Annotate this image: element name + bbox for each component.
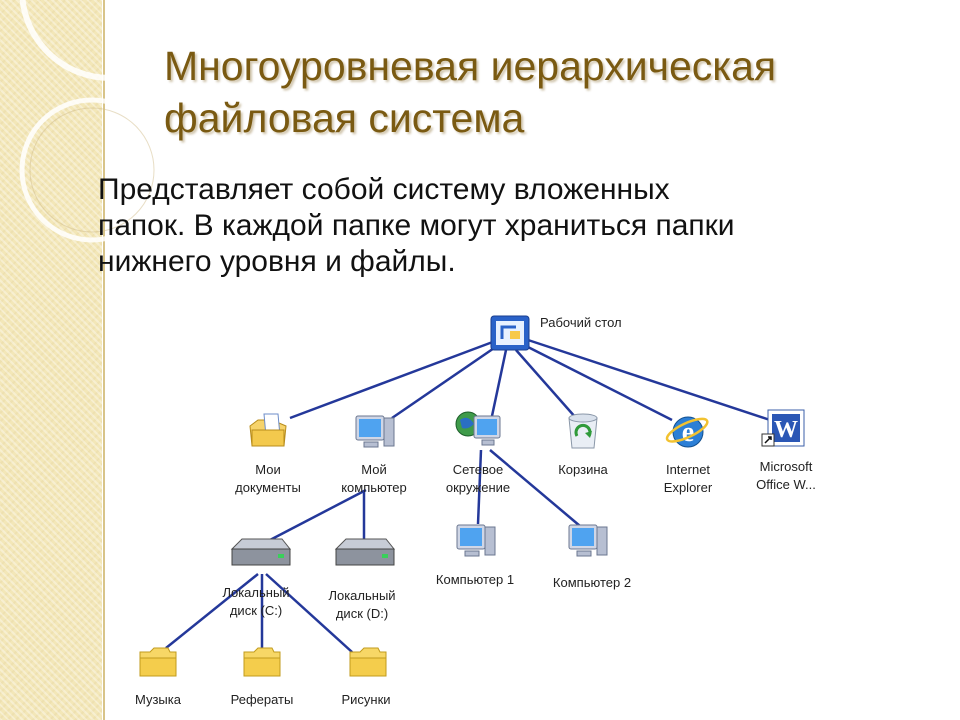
node-label-essays: Рефераты [231, 692, 294, 707]
node-comp2: Компьютер 2 [553, 524, 631, 590]
node-desktop: Рабочий стол [490, 315, 622, 351]
recycle-bin-icon [568, 413, 598, 449]
decorative-side-strip [0, 0, 102, 720]
node-comp1: Компьютер 1 [436, 524, 514, 587]
node-label-recycle: Корзина [558, 462, 608, 477]
folder-icon [139, 647, 177, 677]
computer-icon [355, 415, 395, 448]
edge-desktop-to-recycle [515, 349, 577, 419]
slide-title-line-2: файловая система [164, 95, 525, 141]
body-line-3: нижнего уровня и файлы. [98, 245, 456, 278]
documents-folder-icon [249, 413, 287, 447]
body-line-1: Представляет собой систему вложенных [98, 173, 670, 206]
svg-text:W: W [774, 417, 798, 443]
computer-icon [456, 524, 496, 557]
node-music: Музыка [135, 647, 182, 707]
edge-desktop-to-word [527, 338, 771, 422]
internet-explorer-icon: e [665, 416, 709, 448]
edge-my-computer-to-disk-c [269, 488, 367, 542]
desktop-icon [490, 315, 530, 351]
node-recycle: Корзина [558, 413, 609, 477]
hard-disk-icon [230, 538, 292, 566]
side-divider [103, 0, 105, 720]
node-label-comp1: Компьютер 1 [436, 572, 514, 587]
node-label-desktop: Рабочий стол [540, 315, 622, 330]
edge-disk-c-to-music [165, 573, 259, 649]
edge-desktop-to-my-computer [391, 342, 501, 420]
edge-network-to-comp2 [489, 449, 581, 527]
word-shortcut-icon: W [761, 409, 805, 447]
node-label-comp2: Компьютер 2 [553, 575, 631, 590]
edge-desktop-to-my-docs [289, 338, 499, 420]
slide-title: Многоуровневая иерархическая файловая си… [164, 40, 924, 144]
node-pictures: Рисунки [341, 647, 391, 707]
folder-icon [243, 647, 281, 677]
node-label-music: Музыка [135, 692, 182, 707]
slide-body-text: Представляет собой систему вложенных пап… [98, 172, 918, 280]
node-label-pictures: Рисунки [341, 692, 390, 707]
hard-disk-icon [334, 538, 396, 566]
network-icon [455, 411, 501, 446]
computer-icon [568, 524, 608, 557]
slide-title-line-1: Многоуровневая иерархическая [164, 43, 777, 89]
folder-icon [349, 647, 387, 677]
decorative-circles [19, 0, 201, 243]
edge-network-to-comp1 [476, 449, 483, 525]
node-essays: Рефераты [231, 647, 294, 707]
edge-desktop-to-ie [523, 343, 673, 422]
edge-disk-c-to-pictures [265, 573, 353, 653]
edge-desktop-to-network [490, 349, 508, 417]
body-line-2: папок. В каждой папке могут храниться па… [98, 209, 735, 242]
